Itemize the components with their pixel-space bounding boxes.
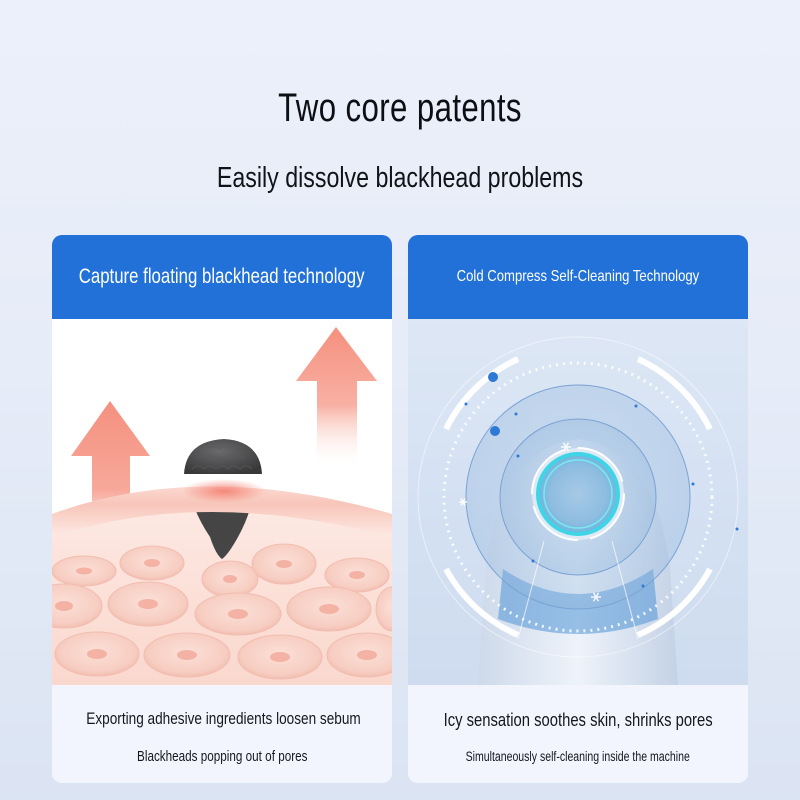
up-arrow-icon: [71, 401, 150, 549]
feature-card-cold-compress: Cold Compress Self-Cleaning Technology: [408, 235, 748, 783]
blackhead-icon: [184, 439, 262, 559]
caption-sub: Simultaneously self-cleaning inside the …: [465, 749, 691, 764]
card-header-title: Cold Compress Self-Cleaning Technology: [456, 268, 700, 285]
page-title: Two core patents: [278, 86, 522, 130]
feature-card-blackhead-capture: Capture floating blackhead technology: [52, 235, 392, 783]
caption-main: Icy sensation soothes skin, shrinks pore…: [443, 709, 713, 730]
card-header: Capture floating blackhead technology: [52, 235, 392, 319]
skin-illustration: [52, 319, 392, 685]
caption-sub: Blackheads popping out of pores: [136, 748, 308, 765]
caption-main: Exporting adhesive ingredients loosen se…: [86, 709, 361, 728]
card-caption: Icy sensation soothes skin, shrinks pore…: [408, 685, 748, 783]
page-subtitle: Easily dissolve blackhead problems: [216, 162, 584, 194]
device-illustration: [408, 319, 748, 685]
card-header: Cold Compress Self-Cleaning Technology: [408, 235, 748, 319]
snowflake-icon: [459, 442, 601, 602]
card-header-title: Capture floating blackhead technology: [79, 265, 365, 288]
card-caption: Exporting adhesive ingredients loosen se…: [52, 685, 392, 783]
up-arrow-icon: [296, 327, 377, 469]
